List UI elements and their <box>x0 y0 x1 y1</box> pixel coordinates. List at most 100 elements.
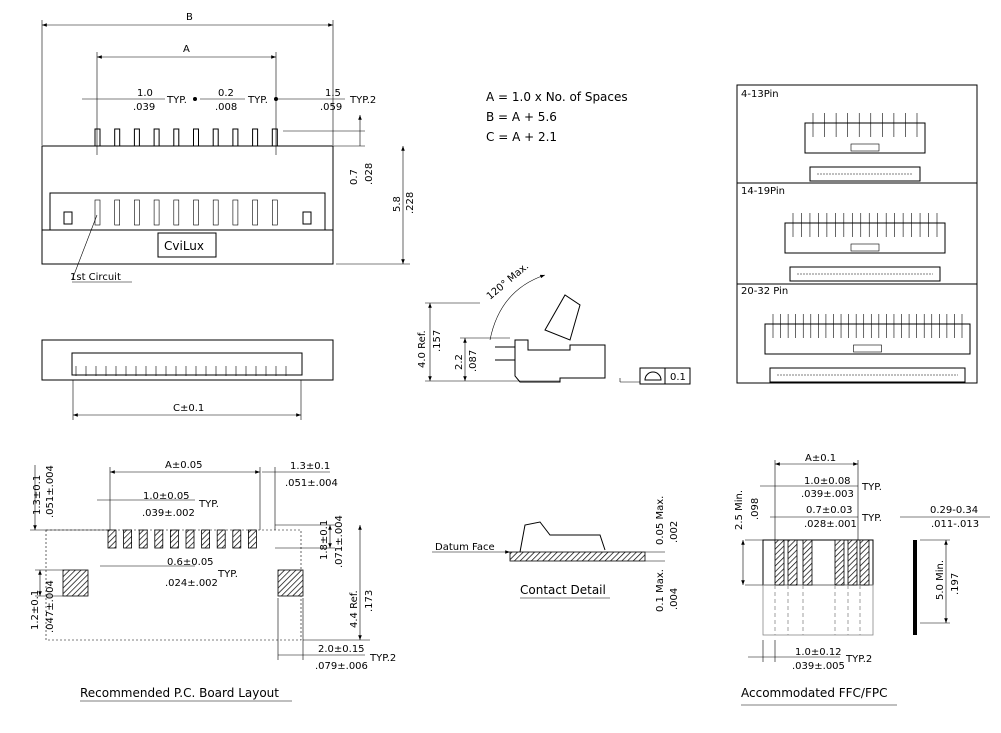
pcb-pitch-note: TYP. <box>198 499 219 510</box>
ffc-thick-in: .011-.013 <box>931 519 979 530</box>
ffc-stiff-in: .197 <box>950 573 961 595</box>
ffc-conductor <box>787 539 798 586</box>
ffc-cond-mm: 0.7±0.03 <box>806 505 853 516</box>
gap-note: TYP. <box>247 95 268 106</box>
pcb-pad-in: .024±.002 <box>165 578 218 589</box>
variant-top-view <box>804 122 926 154</box>
variant-logo <box>850 243 880 252</box>
top-view: B A 1.0 .039 TYP. 0.2 .008 TYP. 1.5 .059… <box>41 12 416 283</box>
pcb-pad <box>169 529 179 549</box>
ffc-cond-note: TYP. <box>861 513 882 524</box>
variant-top-view <box>764 323 971 355</box>
dim-c-label: C±0.1 <box>173 403 204 414</box>
pcb-pad <box>232 529 242 549</box>
pin-lead <box>153 128 160 147</box>
hold-down <box>63 211 73 225</box>
variant-front-view <box>809 166 921 182</box>
ffc-dim-a: A±0.1 <box>805 453 836 464</box>
pin-lead <box>252 128 259 147</box>
ffc-pitch-mm: 1.0±0.08 <box>804 476 851 487</box>
pin-lead <box>94 128 101 147</box>
variant-panel: 4-13Pin 14-19Pin 20-32 Pin <box>736 84 978 384</box>
contact-slot <box>134 199 140 226</box>
pin-lead <box>271 128 278 147</box>
variant-logo <box>853 344 882 353</box>
pin-lead <box>212 128 219 147</box>
pcb-mount-note: TYP.2 <box>369 653 396 664</box>
pcb-pad <box>185 529 195 549</box>
lead-mm: 0.7 <box>349 169 360 185</box>
dim-a-label: A <box>183 44 190 55</box>
pcb-right-in: .051±.004 <box>285 478 338 489</box>
pcb-pad <box>216 529 226 549</box>
gap-mm: 0.2 <box>218 88 234 99</box>
pcb-pitch-in: .039±.002 <box>142 508 195 519</box>
contact-slot <box>153 199 160 226</box>
ffc-conductor <box>802 539 813 586</box>
pcb-padh-in: .071±.004 <box>334 515 345 568</box>
pcb-pad <box>247 529 257 549</box>
height-in: .228 <box>405 192 416 214</box>
pcb-pad-mm: 0.6±0.05 <box>167 557 214 568</box>
brand-logo: CviLux <box>164 239 204 253</box>
formula-b: B = A + 5.6 <box>486 110 557 124</box>
pcb-pad <box>138 529 148 549</box>
first-circuit-label: 1st Circuit <box>70 272 121 283</box>
pcb-pad <box>123 529 132 549</box>
contact-slot <box>232 199 239 226</box>
ffc-conductor <box>774 539 785 586</box>
contact-detail: Datum Face 0.05 Max. .002 0.1 Max. .004 … <box>432 496 680 612</box>
ffc-view: A±0.1 1.0±0.08 .039±.003 TYP. 0.7±0.03 .… <box>734 453 990 706</box>
height-mm: 5.8 <box>392 196 403 212</box>
ffc-edge-mm: 1.0±0.12 <box>795 647 842 658</box>
pcb-padh-mm: 1.8±0.1 <box>319 520 330 560</box>
ffc-exposed-in: .098 <box>750 498 761 520</box>
contact-top-in: .002 <box>669 521 680 543</box>
pin-lead <box>193 128 199 147</box>
pcb-pitch-mm: 1.0±0.05 <box>143 491 190 502</box>
ffc-pitch-note: TYP. <box>861 482 882 493</box>
variant-front-view <box>789 266 941 282</box>
pcb-mountw-in: .079±.006 <box>315 661 368 672</box>
contact-slot <box>94 199 101 226</box>
contact-caption: Contact Detail <box>520 583 606 597</box>
angle-label: 120° Max. <box>485 261 531 302</box>
contact-slot <box>212 199 219 226</box>
hold-down <box>302 211 312 225</box>
ffc-thick-mm: 0.29-0.34 <box>930 505 978 516</box>
end-mm: 1.5 <box>325 88 341 99</box>
formulas: A = 1.0 x No. of Spaces B = A + 5.6 C = … <box>486 90 628 144</box>
pin-lead <box>133 128 140 147</box>
pitch-mm: 1.0 <box>137 88 153 99</box>
pcb-pad <box>154 529 164 549</box>
contact-bottom-mm: 0.1 Max. <box>655 569 666 612</box>
contact-slot <box>271 199 278 226</box>
ffc-conductor <box>847 539 858 586</box>
pcb-pad <box>201 529 211 549</box>
ffc-caption: Accommodated FFC/FPC <box>741 686 888 700</box>
pcb-left-in: .051±.004 <box>45 465 56 518</box>
flatness-value: 0.1 <box>670 372 686 383</box>
side-body-mm: 2.2 <box>454 354 465 370</box>
ffc-cond-in: .028±.001 <box>804 519 857 530</box>
side-height-mm: 4.0 Ref. <box>417 330 428 368</box>
pitch-note: TYP. <box>166 95 187 106</box>
variant-label-4-13: 4-13Pin <box>741 89 779 100</box>
pcb-layout: A±0.05 1.3±0.1 .051±.004 1.0±0.05 .039±.… <box>30 460 396 702</box>
ffc-conductor <box>834 539 845 586</box>
pcb-total-in: .173 <box>364 590 375 612</box>
front-view: C±0.1 <box>41 339 334 420</box>
lead-in: .028 <box>364 163 375 185</box>
contact-top-mm: 0.05 Max. <box>655 496 666 545</box>
pcb-pad <box>107 529 117 549</box>
pcb-caption: Recommended P.C. Board Layout <box>80 686 279 700</box>
end-note: TYP.2 <box>349 95 376 106</box>
ffc-pitch-in: .039±.003 <box>801 489 854 500</box>
variant-label-20-32: 20-32 Pin <box>741 286 788 297</box>
end-in: .059 <box>320 102 342 113</box>
ffc-exposed-mm: 2.5 Min. <box>734 490 745 530</box>
ffc-edge-note: TYP.2 <box>845 654 872 665</box>
side-height-in: .157 <box>432 330 443 352</box>
side-view: 120° Max. 4.0 Ref. .157 2.2 .087 0.1 <box>417 261 691 385</box>
